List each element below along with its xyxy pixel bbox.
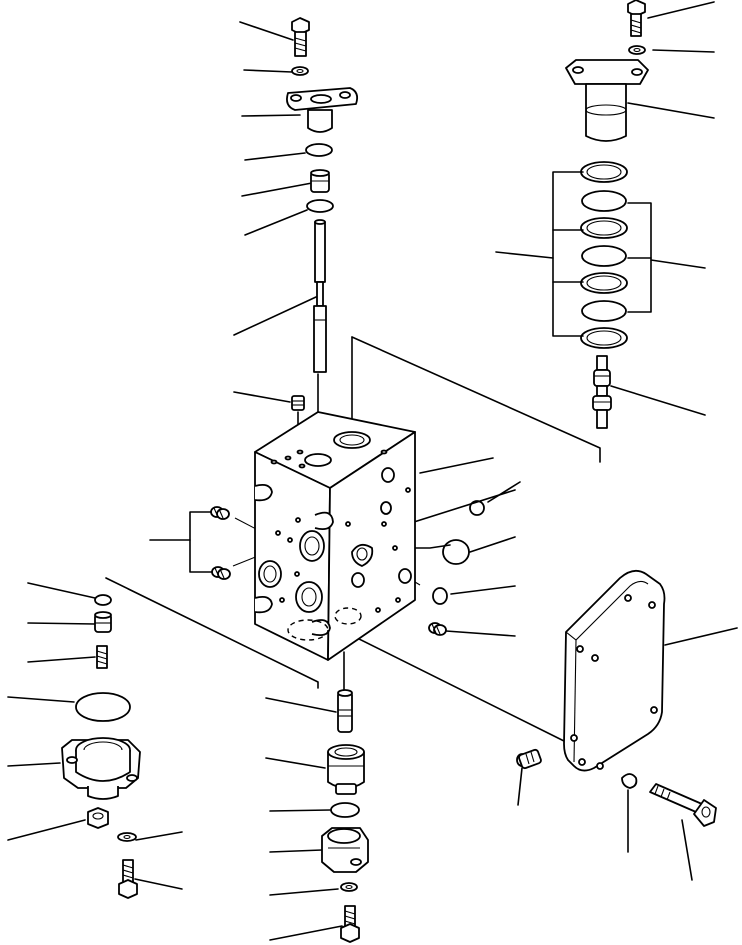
bolt-top-right [627, 0, 646, 37]
o-ring-bottom [330, 802, 360, 818]
plug-cover [516, 748, 542, 770]
leader-line [134, 878, 183, 890]
relief-valve [592, 355, 612, 429]
seal-stack [580, 161, 628, 349]
bolt-cover [649, 783, 717, 827]
leader-line [239, 21, 294, 41]
snap-ring-cover [621, 773, 638, 789]
washer-left-bottom [117, 832, 137, 842]
cover-top-right [565, 59, 649, 142]
nipple-left [94, 611, 112, 633]
leader-line [487, 481, 521, 503]
o-ring-2 [306, 199, 334, 213]
left-flange-axis [105, 577, 319, 689]
leader-line [7, 819, 86, 841]
leader-line [269, 809, 331, 812]
leader-line [419, 457, 494, 474]
nut-left [87, 807, 109, 829]
leader-line [469, 536, 516, 553]
flange-bottom [321, 827, 369, 873]
washer-left [94, 594, 112, 606]
relief-valve-axis [351, 336, 601, 463]
plug-side [428, 622, 447, 636]
leader-line [269, 849, 323, 853]
flange-left [61, 737, 141, 800]
leader-line [269, 925, 343, 941]
seal-stack-bracket [552, 171, 652, 337]
plug-small [310, 169, 330, 193]
leader-lines [7, 1, 738, 941]
washer-top-left [291, 66, 309, 76]
leader-line [517, 767, 523, 806]
leader-line [610, 385, 706, 416]
plug-left [96, 645, 108, 669]
bolt-bottom [340, 905, 360, 943]
leader-line [450, 585, 516, 595]
plug-lower [291, 395, 305, 411]
leader-line [7, 762, 61, 767]
leader-line [627, 102, 715, 119]
cover-axis [344, 631, 567, 743]
leader-line [233, 391, 291, 403]
plug-bottom [337, 689, 353, 733]
washer-bottom [340, 882, 358, 892]
leader-line [647, 1, 715, 19]
valve-bottom [327, 744, 365, 795]
leader-line [243, 69, 293, 73]
leader-line [445, 630, 516, 637]
bolt-top-left [291, 17, 310, 57]
plug-pair-axis [232, 555, 259, 567]
o-ring-large-left [75, 692, 131, 722]
leader-line [244, 209, 308, 236]
leader-line [27, 622, 96, 625]
plug-pair-bracket [189, 511, 215, 573]
leader-line [652, 49, 715, 53]
o-ring-side-3 [432, 587, 448, 605]
leader-line [135, 831, 183, 841]
leader-line [265, 697, 337, 713]
o-ring-1 [305, 143, 333, 157]
leader-line [664, 627, 738, 646]
leader-line [241, 114, 301, 117]
washer-top-right [628, 45, 646, 55]
leader-line [495, 251, 554, 259]
leader-line [650, 259, 706, 269]
leader-line [27, 656, 96, 663]
leader-line [269, 888, 339, 896]
flange-top-left [286, 87, 359, 133]
o-ring-side-2 [442, 539, 470, 565]
leader-line [241, 182, 313, 197]
cover-plate-right [563, 569, 666, 772]
leader-line [265, 757, 326, 769]
valve-body [254, 411, 416, 661]
leader-line [7, 696, 75, 703]
leader-line [244, 152, 306, 161]
leader-line [681, 819, 693, 881]
leader-line [233, 296, 317, 336]
valve-spool [313, 219, 327, 373]
o-ring-side-1 [469, 500, 485, 516]
bolt-left-bottom [118, 859, 138, 899]
plugs-left-pair [210, 506, 231, 580]
leader-line [27, 582, 96, 599]
